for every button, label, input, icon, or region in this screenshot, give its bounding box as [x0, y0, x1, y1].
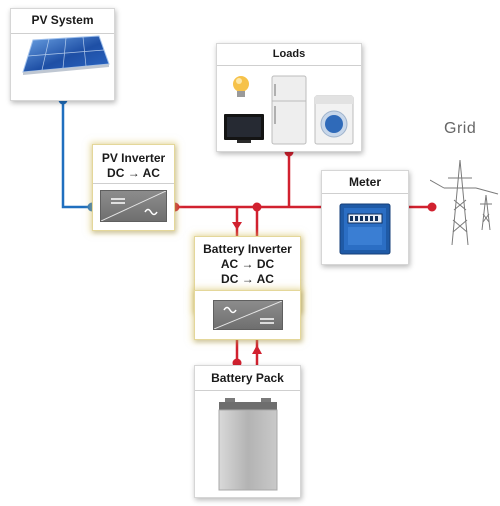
- battery-icon: [218, 398, 278, 491]
- battery-inverter-ac-dc: AC → DC: [220, 257, 275, 271]
- connection-dot: [427, 202, 437, 212]
- loads-icon: [224, 75, 354, 145]
- connection-dot: [252, 202, 262, 212]
- meter-box: Meter: [321, 170, 409, 265]
- meter-label: Meter: [348, 175, 381, 189]
- pv-inverter-box: PV Inverter DC → AC: [92, 144, 175, 231]
- inverter-symbol-icon: [100, 190, 167, 222]
- grid-label: Grid: [444, 120, 477, 137]
- pv-inverter-conversion: DC → AC: [107, 166, 160, 180]
- divider: [93, 183, 174, 184]
- tv-icon: [224, 114, 264, 143]
- solar-panel-icon: [22, 35, 110, 75]
- divider: [217, 65, 361, 66]
- divider: [322, 193, 408, 194]
- battery-pack-label: Battery Pack: [211, 371, 284, 385]
- light-bulb-icon: [233, 76, 249, 97]
- up-arrow: [252, 345, 262, 354]
- pv-system-label: PV System: [31, 13, 94, 27]
- battery-inverter-dc-ac: DC → AC: [221, 272, 274, 286]
- washing-machine-icon: [314, 95, 354, 145]
- battery-pack-box: Battery Pack: [194, 365, 301, 498]
- pv-system-box: PV System: [10, 8, 115, 101]
- loads-label: Loads: [272, 48, 306, 60]
- inverter-symbol-icon: [213, 300, 283, 330]
- battery-inverter-symbol-box: [194, 290, 301, 340]
- meter-icon: [339, 203, 391, 255]
- refrigerator-icon: [271, 75, 307, 145]
- loads-box: Loads: [216, 43, 362, 152]
- divider: [195, 390, 300, 391]
- battery-inverter-title: Battery Inverter: [203, 242, 292, 256]
- power-tower-icon: [430, 159, 499, 246]
- down-arrow: [232, 222, 242, 230]
- pv-inverter-title: PV Inverter: [101, 151, 166, 165]
- dc-line: [61, 101, 92, 209]
- divider: [11, 33, 114, 34]
